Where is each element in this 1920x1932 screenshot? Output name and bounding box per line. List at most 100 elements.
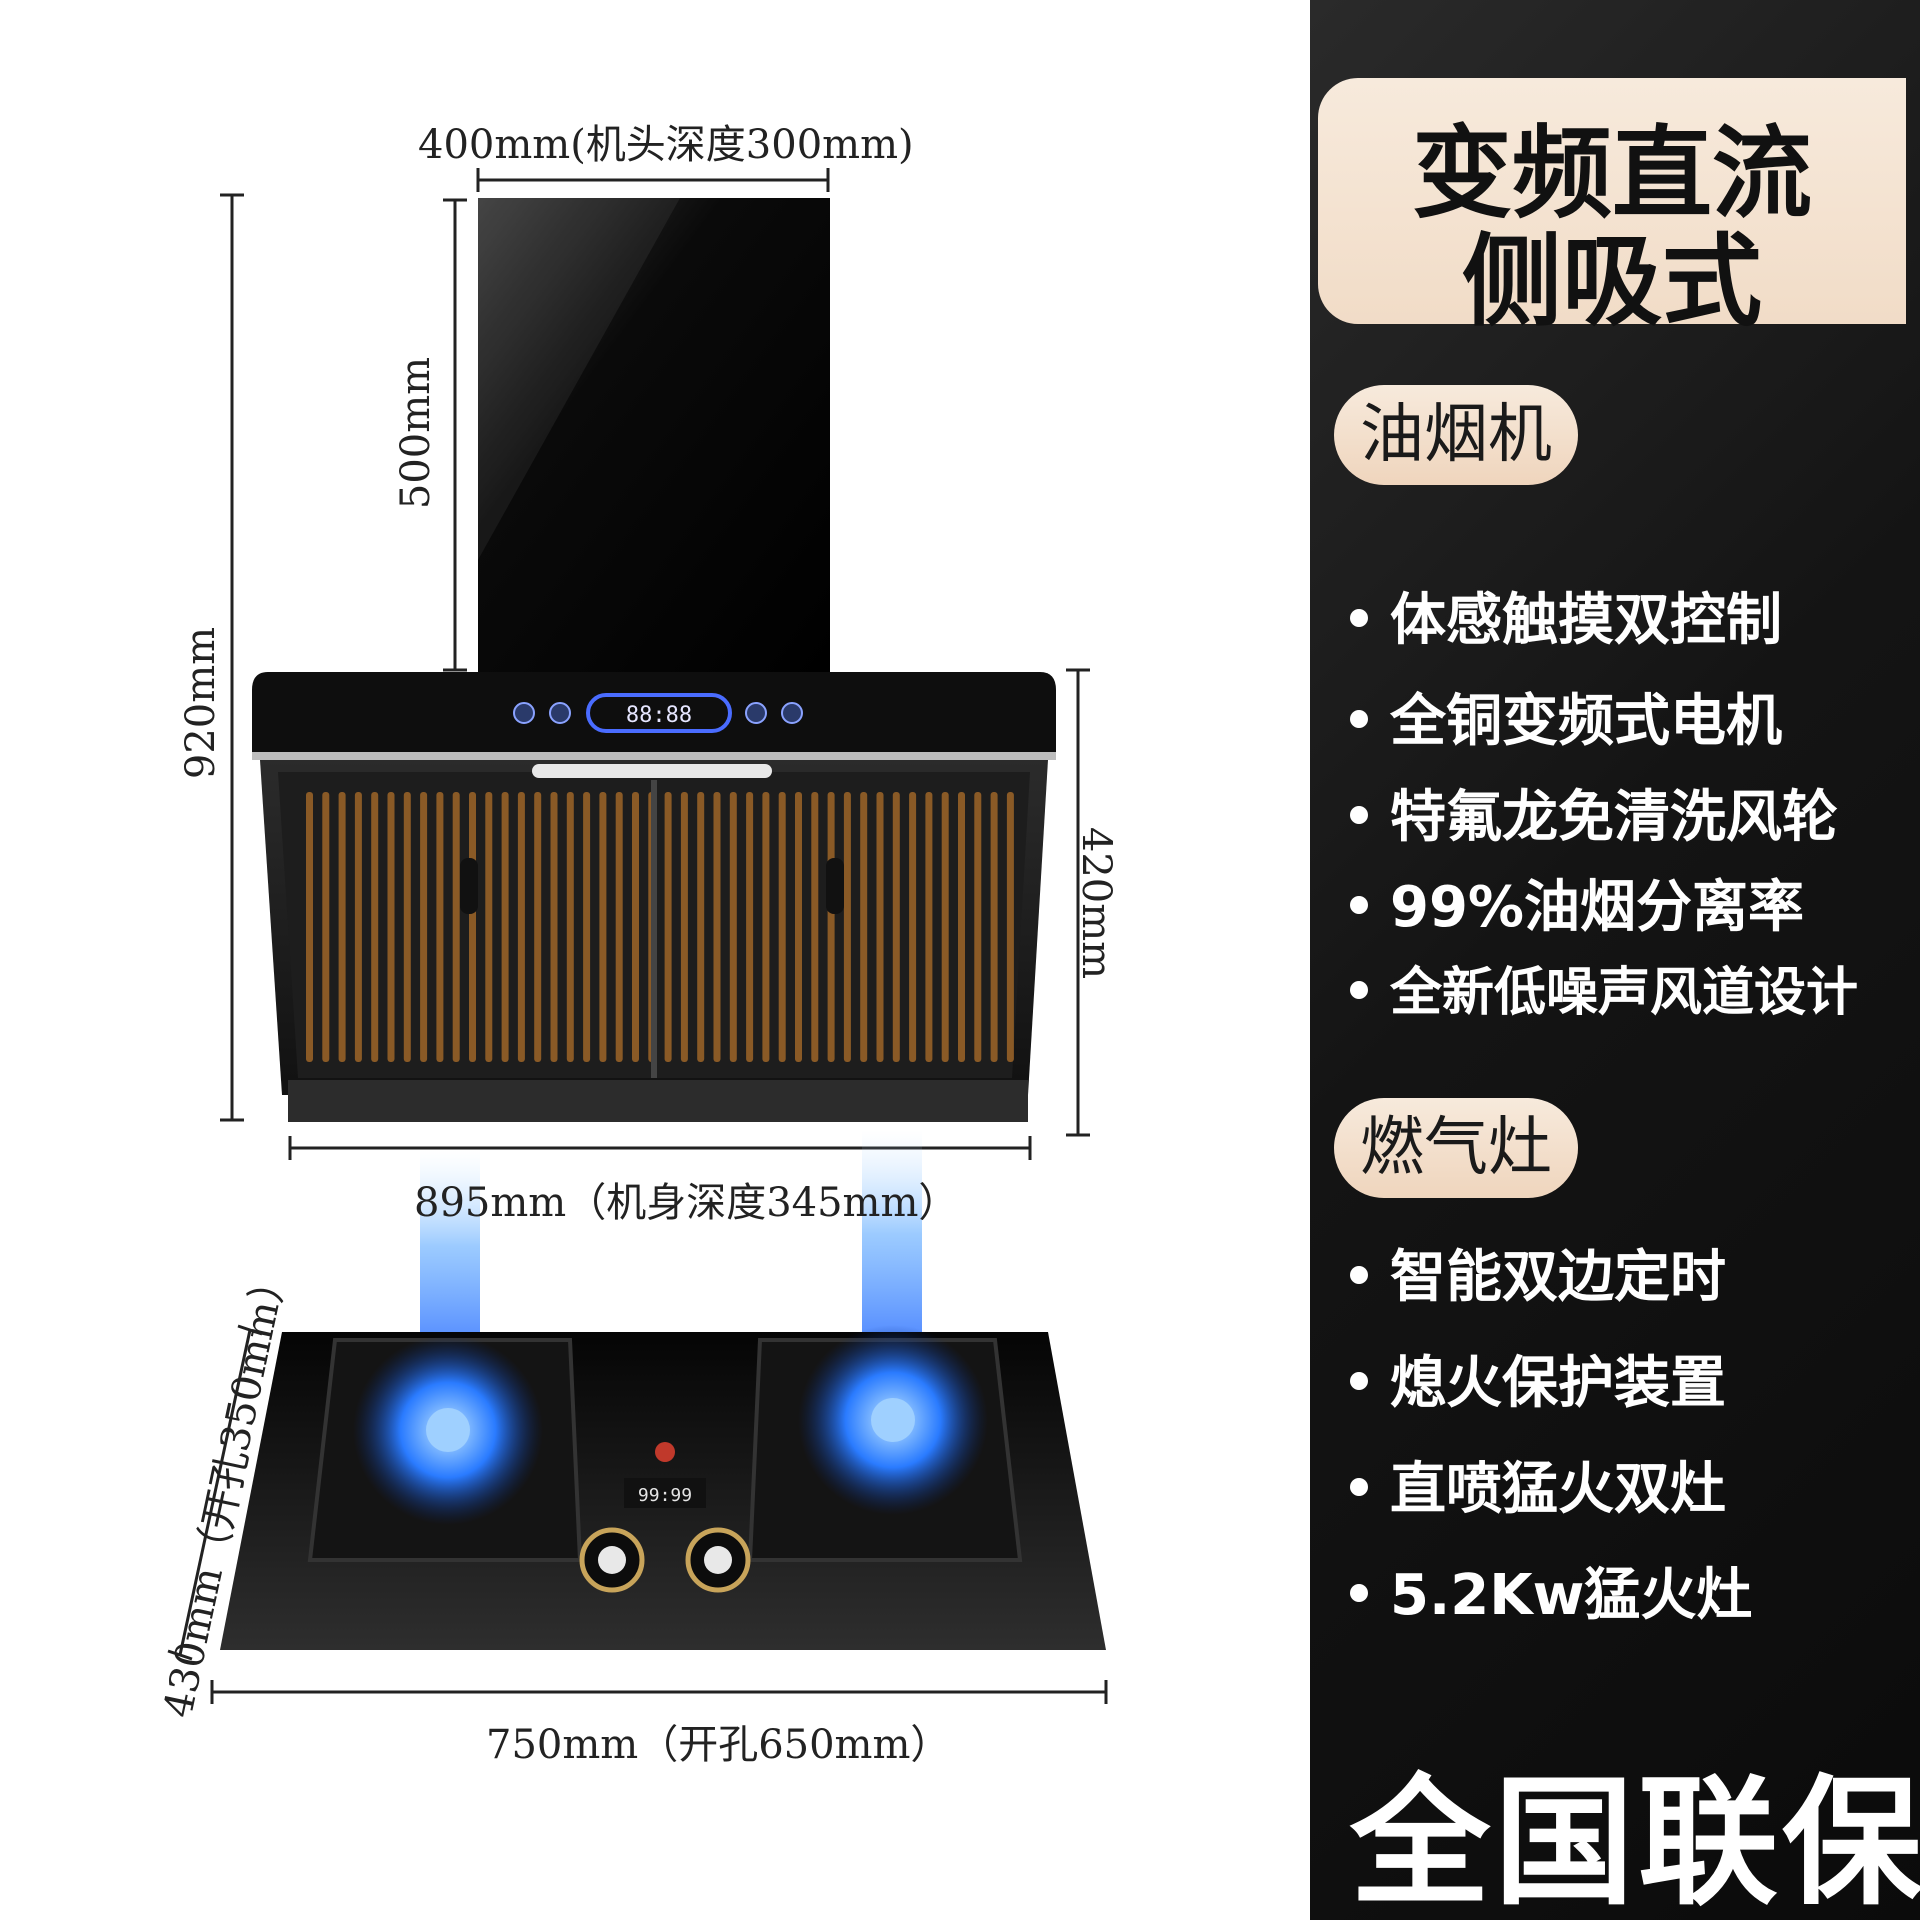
- filter-bar: [892, 792, 900, 1062]
- dimension-line-stove-width: [210, 1680, 1108, 1704]
- filter-bar: [387, 792, 395, 1062]
- range-hood: 88:88: [252, 672, 1056, 1122]
- label-hood-height: 420mm: [1073, 826, 1120, 980]
- label-hood-bottom-width: 895mm（机身深度345mm）: [414, 1180, 959, 1226]
- filter-bar: [746, 792, 754, 1062]
- filter-bar: [436, 792, 444, 1062]
- hood-button-4[interactable]: [781, 702, 803, 724]
- stove-feature-3-text: 直喷猛火双灶: [1390, 1457, 1726, 1522]
- filter-bar: [583, 792, 591, 1062]
- chimney-cover: [478, 198, 830, 673]
- dimension-line-total: [220, 193, 244, 1122]
- hood-feature-2-text: 全铜变频式电机: [1390, 689, 1782, 754]
- filter-bar: [827, 792, 835, 1062]
- hood-handle: [532, 764, 772, 778]
- stove-display: 99:99: [638, 1485, 692, 1506]
- filter-bar: [664, 792, 672, 1062]
- filter-bar: [811, 792, 819, 1062]
- hood-feature-2: 全铜变频式电机: [1350, 676, 1782, 757]
- stove-feature-1: 智能双边定时: [1350, 1232, 1726, 1313]
- filter-bar: [778, 792, 786, 1062]
- filter-bar: [371, 792, 379, 1062]
- filter-bar: [420, 792, 428, 1062]
- filter-bar: [925, 792, 933, 1062]
- filter-bar: [452, 792, 460, 1062]
- filter-bar: [534, 792, 542, 1062]
- filter-bar: [469, 792, 476, 1062]
- product-illustration: 88:88 99:99: [167, 168, 1108, 1704]
- hood-feature-4-text: 99%油烟分离率: [1390, 875, 1805, 940]
- bullet-dot: [1350, 1477, 1368, 1496]
- dimension-line-hood: [1066, 668, 1090, 1137]
- filter-bar: [876, 792, 884, 1062]
- bullet-dot: [1350, 981, 1368, 999]
- label-hood-top-width: 400mm(机头深度300mm): [418, 122, 914, 168]
- filter-bar: [958, 792, 965, 1062]
- filter-bar: [550, 792, 558, 1062]
- hood-filter: [306, 792, 1014, 1062]
- hood-display-digits: 88:88: [626, 703, 692, 728]
- hood-feature-4: 99%油烟分离率: [1350, 862, 1804, 943]
- dimension-line-top: [476, 168, 830, 192]
- bullet-dot: [1350, 608, 1368, 627]
- filter-bar: [843, 792, 851, 1062]
- filter-bar: [974, 792, 982, 1062]
- filter-bar: [615, 792, 623, 1062]
- dimension-line-stove-depth: [167, 1324, 263, 1661]
- stove-feature-4-text: 5.2Kw猛火灶: [1390, 1563, 1753, 1628]
- filter-bar: [485, 792, 493, 1062]
- filter-bar: [795, 792, 802, 1062]
- filter-bar: [322, 792, 330, 1062]
- bullet-dot: [1350, 895, 1368, 914]
- title-banner: 变频直流 侧吸式: [1318, 78, 1906, 340]
- hood-feature-5: 全新低噪声风道设计: [1350, 950, 1858, 1025]
- filter-bar: [1006, 792, 1014, 1062]
- hood-feature-5-text: 全新低噪声风道设计: [1390, 963, 1859, 1023]
- hood-feature-1-text: 体感触摸双控制: [1390, 588, 1782, 653]
- filter-bar: [680, 792, 688, 1062]
- warranty-text: 全国联保: [1350, 1762, 1920, 1925]
- stove-feature-1-text: 智能双边定时: [1390, 1245, 1726, 1310]
- filter-bar: [338, 792, 346, 1062]
- filter-bar: [762, 792, 770, 1062]
- filter-bar: [632, 792, 639, 1062]
- filter-bar: [306, 792, 313, 1062]
- bullet-dot: [1350, 1265, 1368, 1284]
- label-total-height: 920mm: [178, 626, 225, 780]
- label-stove-width: 750mm（开孔650mm）: [486, 1722, 951, 1768]
- filter-bar: [697, 792, 705, 1062]
- filter-bar: [713, 792, 721, 1062]
- hood-button-1[interactable]: [513, 702, 535, 724]
- filter-bar: [501, 792, 509, 1062]
- filter-bar: [599, 792, 607, 1062]
- hood-feature-3-text: 特氟龙免清洗风轮: [1390, 785, 1838, 850]
- bullet-dot: [1350, 1583, 1368, 1602]
- hood-display: [586, 693, 732, 733]
- hood-feature-3: 特氟龙免清洗风轮: [1350, 772, 1838, 853]
- title-line-1: 变频直流: [1412, 115, 1812, 232]
- filter-bar: [354, 792, 362, 1062]
- dimension-line-chimney: [443, 198, 467, 672]
- filter-bar: [403, 792, 411, 1062]
- stove-tag: 燃气灶: [1334, 1098, 1578, 1198]
- hood-tag: 油烟机: [1334, 385, 1578, 485]
- bullet-dot: [1350, 1371, 1368, 1390]
- stove-feature-4: 5.2Kw猛火灶: [1350, 1550, 1752, 1631]
- hood-button-3[interactable]: [745, 702, 767, 724]
- stove-feature-3: 直喷猛火双灶: [1350, 1444, 1726, 1525]
- bullet-dot: [1350, 805, 1368, 824]
- hood-button-2[interactable]: [549, 702, 571, 724]
- filter-bar: [860, 792, 868, 1062]
- filter-bar: [566, 792, 574, 1062]
- filter-bar: [941, 792, 949, 1062]
- filter-bar: [909, 792, 917, 1062]
- label-chimney-height: 500mm: [393, 356, 440, 510]
- filter-bar: [990, 792, 998, 1062]
- hood-feature-1: 体感触摸双控制: [1350, 575, 1782, 656]
- filter-bar: [517, 792, 525, 1062]
- title-line-2: 侧吸式: [1462, 223, 1762, 340]
- gas-stove: 99:99: [220, 1325, 1106, 1650]
- stove-feature-2-text: 熄火保护装置: [1390, 1351, 1726, 1416]
- bullet-dot: [1350, 709, 1368, 728]
- stove-feature-2: 熄火保护装置: [1350, 1338, 1726, 1419]
